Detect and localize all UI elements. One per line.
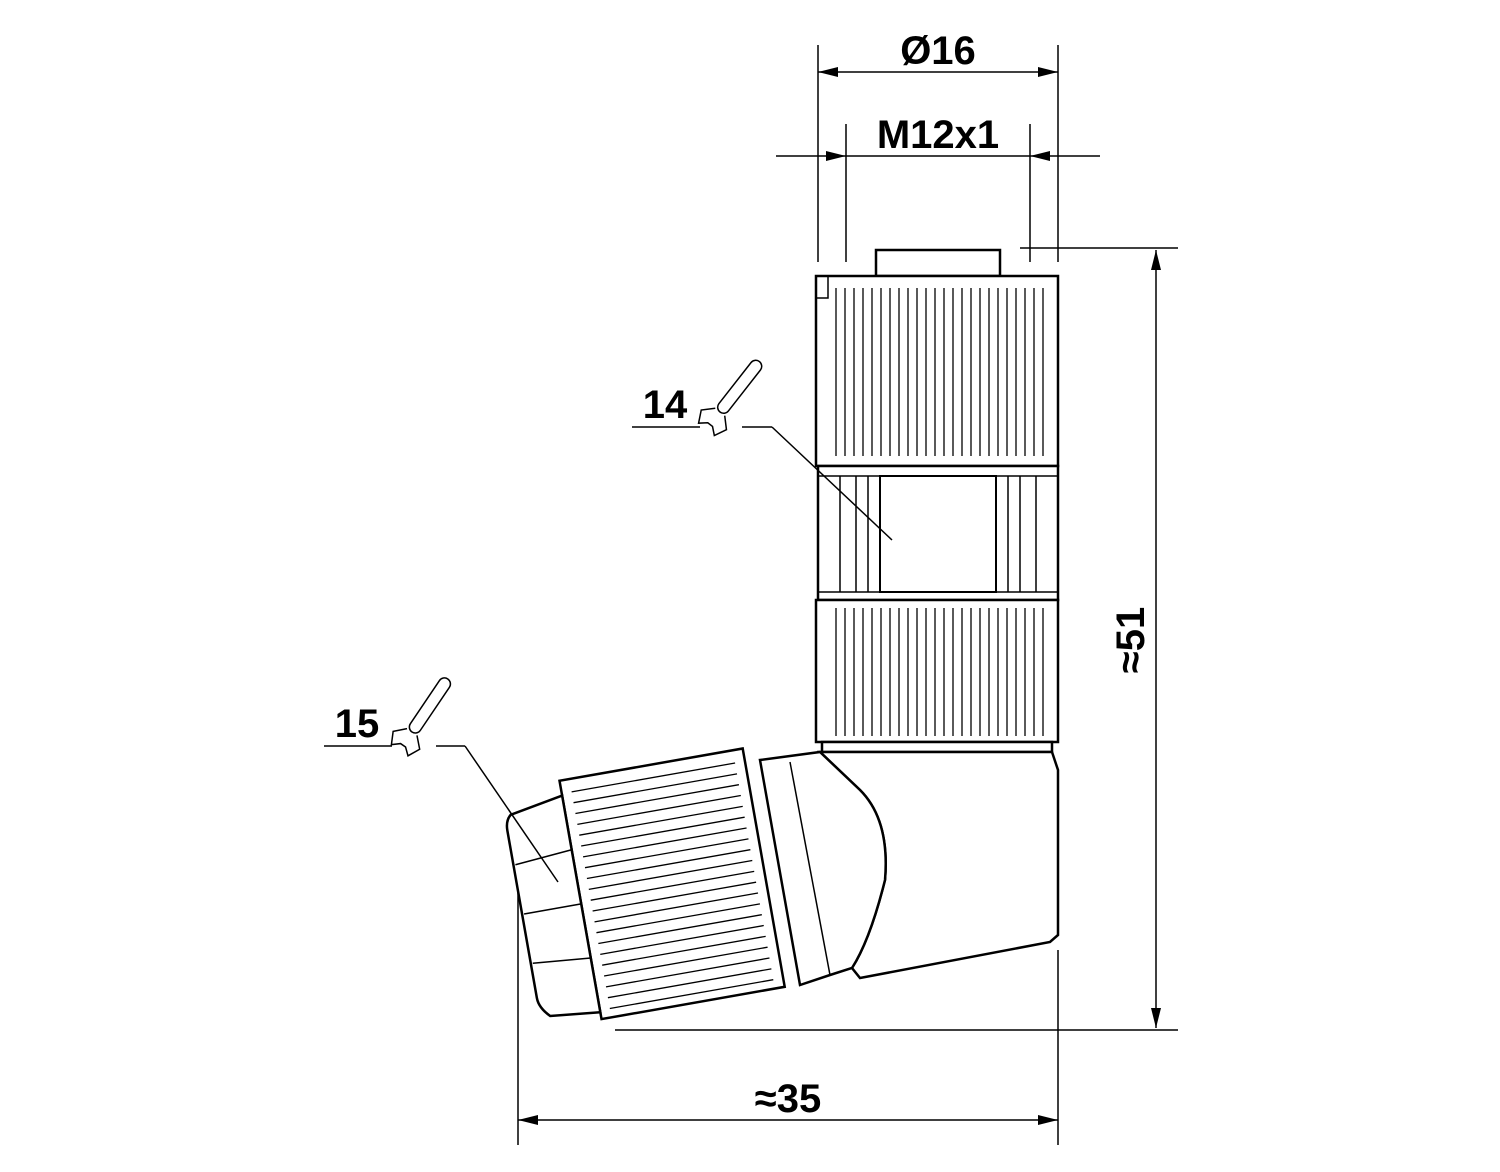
thread-label: M12x1: [877, 113, 999, 157]
wrench-icon: [697, 359, 763, 437]
wrench-icon: [390, 677, 452, 757]
height-label: ≈51: [1109, 607, 1153, 673]
callout-14-label: 14: [643, 383, 688, 427]
callout-14: 14: [632, 359, 893, 541]
height-dimension: ≈51: [615, 247, 1178, 1031]
callout-15: 15: [324, 677, 559, 883]
diameter-dimension: Ø16: [817, 29, 1059, 262]
width-dimension: ≈35: [517, 850, 1059, 1145]
angled-knurl-lines: [571, 762, 774, 1010]
connector-angled-nut: [505, 747, 787, 1021]
callout-15-label: 15: [335, 702, 380, 746]
width-label: ≈35: [755, 1077, 821, 1121]
thread-dimension: M12x1: [776, 113, 1100, 262]
upper-knurl-lines: [835, 288, 1044, 456]
connector-elbow-body: [758, 750, 1060, 987]
connector-vertical-body: [814, 248, 1060, 754]
lower-knurl-lines: [835, 608, 1044, 736]
diameter-label: Ø16: [900, 29, 976, 73]
